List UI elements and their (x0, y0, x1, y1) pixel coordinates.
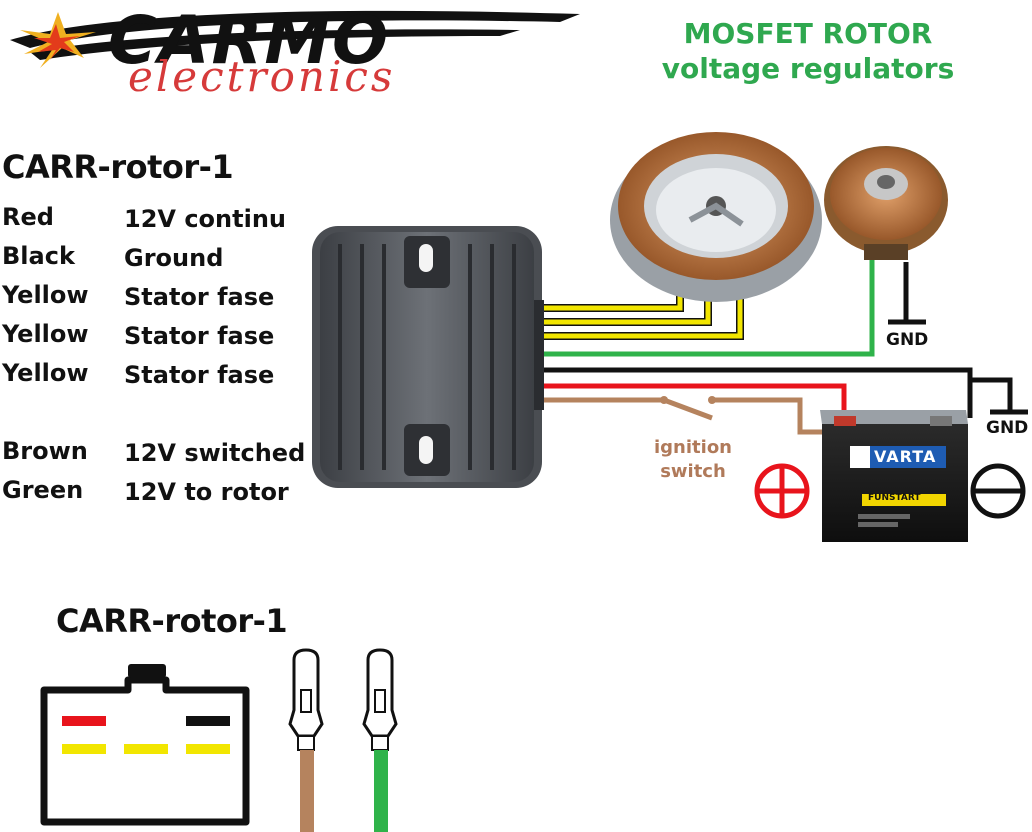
ignition-label-line-1: ignition (654, 437, 732, 458)
legend-color: Yellow (2, 281, 89, 309)
brand-name: CARMO (108, 2, 391, 79)
connector-title: CARR-rotor-1 (56, 602, 288, 640)
brown-wire (540, 397, 713, 421)
legend-color: Yellow (2, 359, 89, 387)
green-wire (540, 258, 875, 357)
red-wire (540, 383, 847, 420)
legend-desc: Stator fase (124, 361, 275, 389)
gnd-label-rotor: GND (886, 330, 929, 350)
legend-desc: 12V continu (124, 205, 286, 233)
stator-image (610, 132, 822, 302)
gnd-label-battery: GND (986, 418, 1029, 438)
brown-spade-terminal (288, 648, 324, 832)
legend-desc: Stator fase (124, 283, 275, 311)
ignition-switch-label: ignition switch (654, 436, 732, 484)
headline: MOSFET ROTOR voltage regulators (660, 16, 956, 86)
yellow-wires (540, 290, 744, 340)
connector-face-diagram (40, 664, 250, 826)
plus-circle-icon (754, 463, 810, 519)
legend-desc: 12V to rotor (124, 478, 289, 506)
regulator-unit (312, 226, 544, 488)
legend-desc: Ground (124, 244, 224, 272)
legend-desc: Stator fase (124, 322, 275, 350)
legend-color: Brown (2, 437, 88, 465)
battery-image (820, 410, 968, 542)
headline-line-2: voltage regulators (661, 52, 955, 85)
battery-brand-label: VARTA (874, 447, 937, 466)
rotor-image (824, 146, 948, 260)
ignition-label-line-2: switch (660, 461, 726, 482)
ignition-switch-icon (660, 396, 716, 404)
model-title: CARR-rotor-1 (2, 148, 234, 186)
battery-sub-label: FUNSTART (868, 493, 921, 503)
minus-circle-icon (970, 463, 1026, 519)
legend-color: Red (2, 203, 54, 231)
black-wire (540, 367, 973, 418)
legend-color: Yellow (2, 320, 89, 348)
brand-subtitle: electronics (128, 52, 396, 101)
legend-color: Black (2, 242, 75, 270)
legend-color: Green (2, 476, 84, 504)
green-spade-terminal (362, 648, 398, 832)
brand-logo (10, 10, 580, 68)
headline-line-1: MOSFET ROTOR (683, 17, 933, 50)
legend-desc: 12V switched (124, 439, 306, 467)
